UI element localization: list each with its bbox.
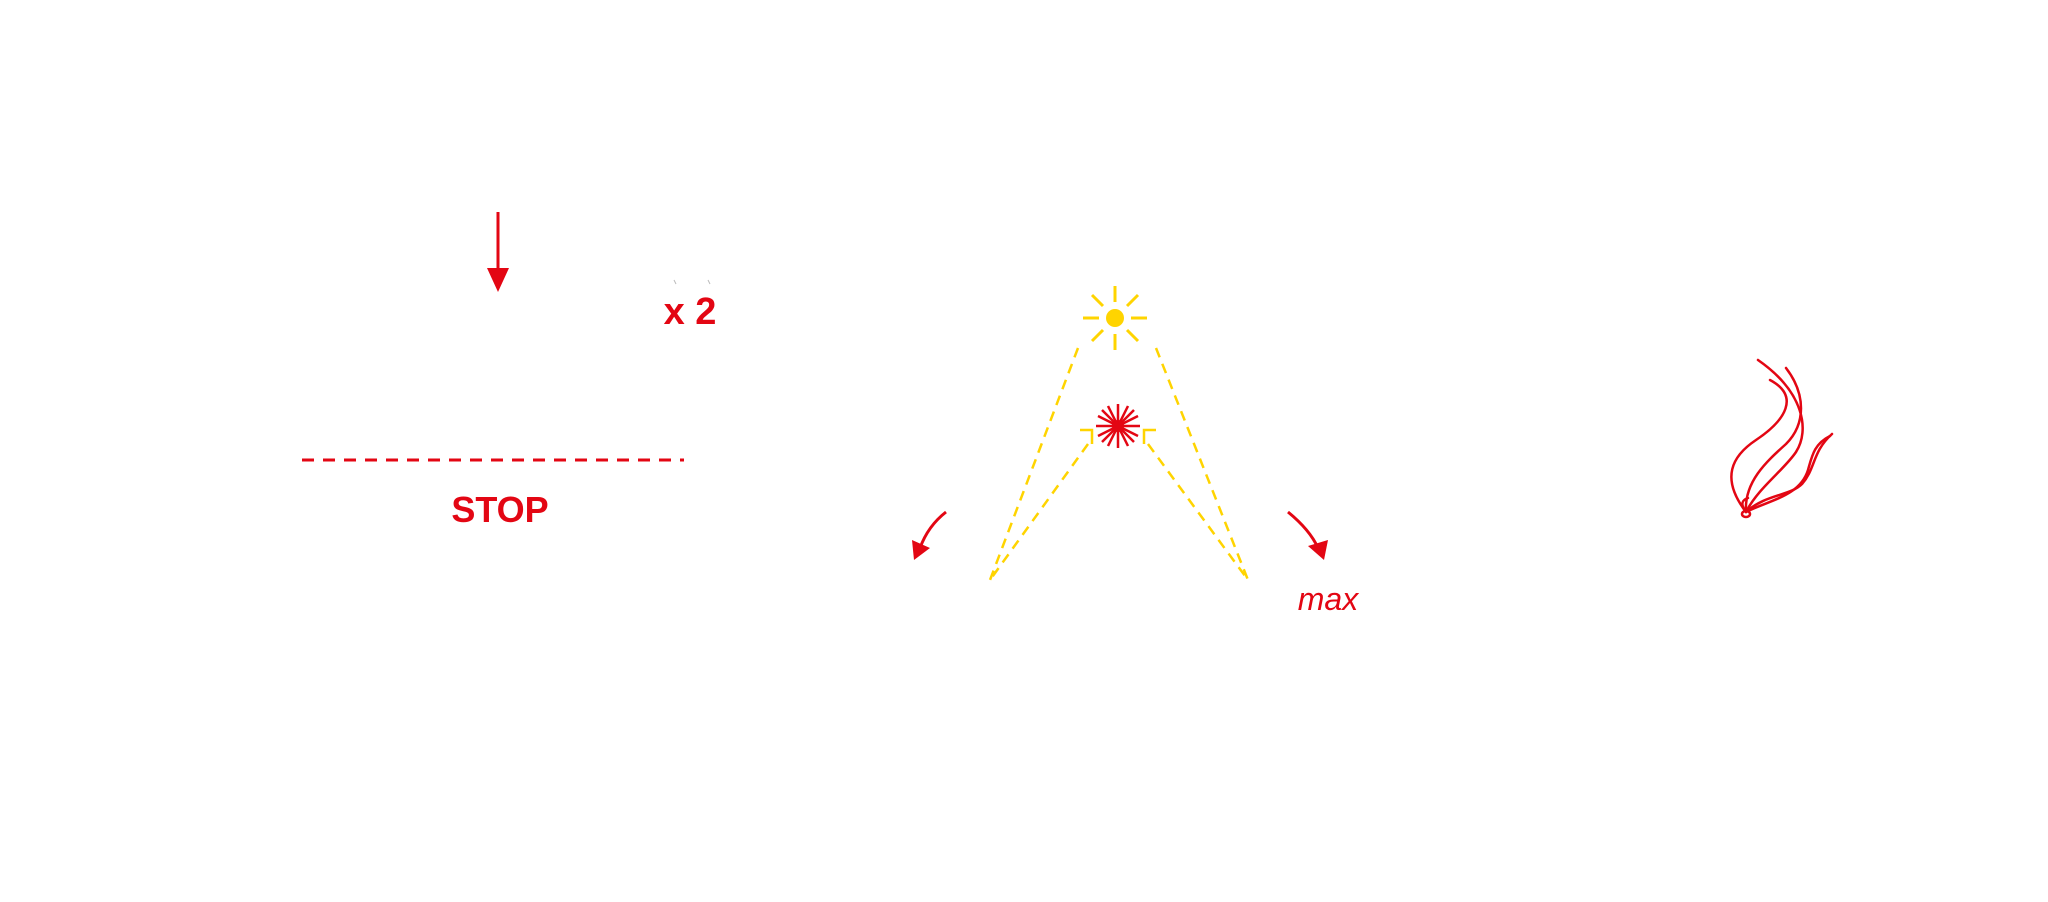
flame-icon	[1730, 358, 1834, 519]
multiplier-label: x 2	[664, 291, 717, 333]
light-burst-icon	[1096, 404, 1140, 448]
outer-light-cone	[988, 347, 1250, 581]
stop-label: STOP	[451, 489, 548, 530]
arrow-rotate-left-icon	[912, 510, 947, 560]
lamp-bracket	[1080, 428, 1156, 444]
panel-lamp: max	[912, 286, 1359, 617]
panel-install: x 2 STOP	[302, 212, 716, 530]
inner-light-cone	[988, 443, 1250, 581]
arrow-rotate-right-icon	[1287, 510, 1328, 560]
arrow-down-icon	[487, 212, 509, 292]
sun-icon	[1083, 286, 1147, 350]
max-label: max	[1298, 581, 1359, 617]
multiplier-marks	[673, 279, 711, 285]
